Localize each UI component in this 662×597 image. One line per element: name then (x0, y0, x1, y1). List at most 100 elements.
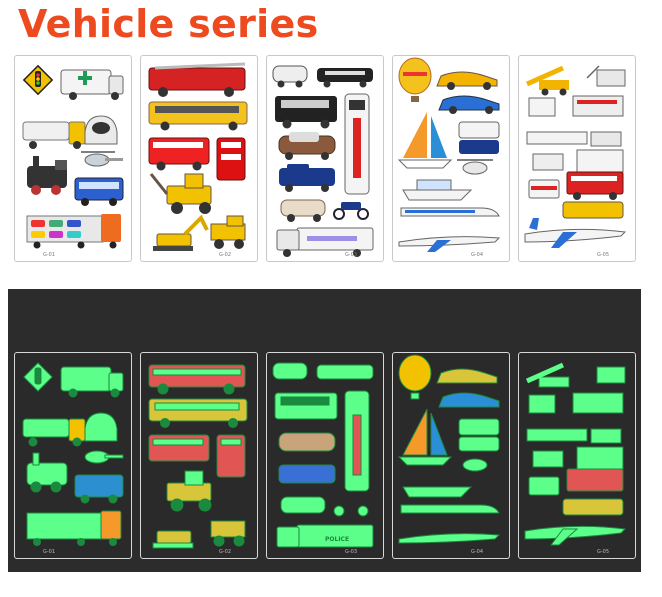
ladder-truck-icon (216, 434, 246, 478)
glow-art-g04 (397, 354, 501, 544)
police-bus-icon (344, 390, 370, 492)
conveyor-truck-icon (525, 362, 570, 388)
glow-art-g02 (148, 364, 248, 549)
sticker-card-g05: G-05 (518, 55, 636, 262)
traffic-light-icon (22, 64, 54, 96)
backhoe-loader-icon (166, 470, 212, 512)
fuel-truck-icon (532, 446, 624, 470)
police-car-icon (272, 362, 374, 380)
police-truck-icon (276, 227, 374, 257)
vintage-police-car-icon (278, 432, 336, 452)
hot-air-balloon-icon (398, 354, 432, 400)
catering-truck-icon (528, 95, 624, 117)
motorcycle-icon (333, 505, 369, 517)
fire-truck-icon (566, 468, 624, 492)
glow-art-g05 (524, 362, 627, 546)
helicopter-icon (81, 151, 123, 167)
car-carrier-icon (26, 214, 121, 249)
excavator-icon (153, 214, 209, 251)
helicopter-icon (457, 159, 493, 175)
police-car-icon (272, 65, 373, 88)
vintage-car-icon (280, 496, 326, 514)
glow-card-g05: G-05 (518, 352, 636, 559)
police-truck-icon (276, 524, 374, 548)
fire-truck-icon (148, 62, 246, 97)
tow-tractor-icon (596, 366, 626, 384)
high-speed-train-icon (84, 412, 118, 442)
police-text: POLICE (325, 536, 349, 543)
school-bus-icon (148, 101, 248, 131)
sticker-code: G-02 (219, 252, 232, 258)
hot-air-balloon-icon (398, 57, 432, 102)
sticker-card-g02: G-02 (140, 55, 258, 262)
motorcycle-icon (333, 202, 369, 220)
bus-icon (74, 474, 124, 504)
sticker-code: G-03 (345, 549, 358, 555)
excavator-icon (152, 530, 194, 549)
airplane-icon (398, 533, 501, 544)
conveyor-truck-icon (525, 65, 569, 96)
tow-truck-icon (562, 498, 624, 516)
sticker-code: G-02 (219, 549, 232, 555)
bullet-train-icon (400, 504, 500, 514)
helicopter-icon (84, 450, 124, 464)
sticker-code: G-04 (471, 549, 484, 555)
sticker-code: G-03 (345, 252, 358, 258)
heading: Vehicle series (18, 2, 319, 46)
sticker-card-g04: G-04 (392, 55, 510, 262)
sticker-code: G-01 (43, 252, 56, 258)
sports-car-icon (436, 71, 500, 114)
sticker-art-g04 (397, 57, 501, 252)
swat-van-icon (274, 392, 338, 420)
car-carrier-icon (26, 510, 122, 546)
helicopter-icon (462, 458, 488, 472)
glow-card-g02: G-02 (140, 352, 258, 559)
backhoe-loader-icon (149, 173, 212, 214)
fuel-truck-icon (532, 149, 624, 173)
sticker-code: G-05 (597, 549, 610, 555)
fire-engine-icon (148, 434, 210, 462)
tow-truck-icon (562, 201, 624, 219)
sports-car-icon (436, 368, 500, 408)
fire-truck-icon (566, 171, 624, 200)
sticker-art-g03 (272, 65, 374, 257)
glow-card-g01: G-01 (14, 352, 132, 559)
tanker-truck-icon (22, 121, 86, 149)
sticker-art-g01 (22, 64, 124, 249)
catering-truck-icon (528, 392, 624, 414)
glow-art-g01 (22, 362, 124, 546)
dump-truck-icon (210, 520, 246, 547)
sticker-code: G-01 (43, 549, 56, 555)
steam-locomotive-icon (26, 452, 68, 493)
police-bus-icon (344, 93, 370, 195)
yacht-icon (402, 486, 473, 498)
swat-van-icon (275, 96, 337, 129)
police-van-icon (458, 418, 500, 452)
vintage-car-icon (280, 199, 326, 222)
sticker-card-g03: G-03 (266, 55, 384, 262)
sailboat-icon (397, 112, 453, 169)
airport-bus-icon (528, 179, 560, 199)
glow-card-g03: POLICE G-03 (266, 352, 384, 559)
tanker-truck-icon (22, 418, 86, 447)
sticker-code: G-05 (597, 252, 610, 258)
yacht-icon (402, 179, 473, 201)
ladder-truck-icon (216, 137, 246, 181)
pickup-truck-icon (279, 164, 335, 192)
ambulance-icon (60, 69, 124, 100)
catering-lift-icon (526, 428, 622, 444)
vintage-police-car-icon (278, 132, 336, 160)
pickup-truck-icon (278, 464, 336, 484)
traffic-light-icon (23, 362, 53, 392)
airplane-icon (398, 236, 501, 252)
police-van-icon (458, 121, 500, 154)
school-bus-icon (148, 398, 248, 428)
bus-icon (74, 177, 124, 206)
high-speed-train-icon (84, 115, 118, 145)
glow-art-g03: POLICE (272, 362, 374, 548)
sailboat-icon (397, 408, 453, 466)
sticker-card-g01: G-01 (14, 55, 132, 262)
steam-locomotive-icon (27, 156, 67, 195)
fire-truck-icon (148, 364, 246, 395)
airport-bus-icon (528, 476, 560, 496)
